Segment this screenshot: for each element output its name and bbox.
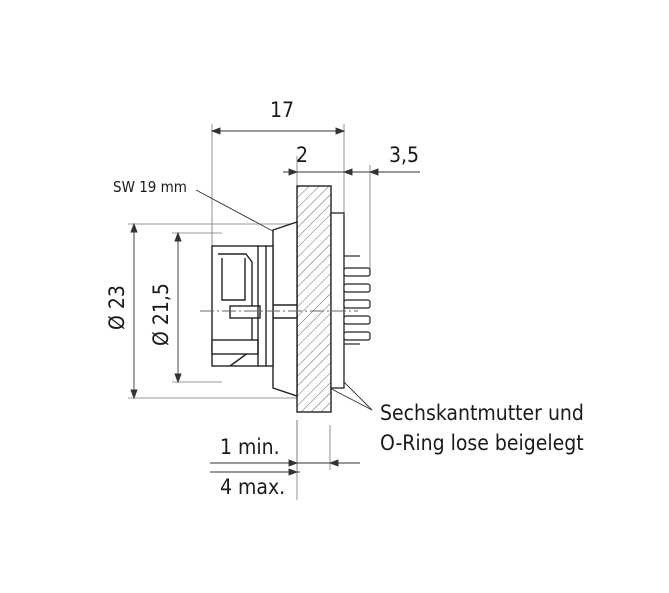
dim-thread-diameter: Ø 21,5: [149, 283, 173, 346]
dim-panel-min: 1 min.: [220, 435, 280, 459]
hex-nut: [272, 221, 298, 397]
connector-housing: [211, 245, 274, 367]
dim-wrench-size: SW 19 mm: [113, 178, 187, 196]
note-line-2: O-Ring lose beigelegt: [380, 431, 584, 455]
rear-pins: [343, 255, 371, 345]
note-line-1: Sechskantmutter und: [380, 401, 584, 425]
dim-flange-diameter: Ø 23: [105, 285, 129, 330]
rear-flange: [330, 212, 345, 389]
dim-panel-max: 4 max.: [220, 475, 285, 499]
panel-section: [296, 185, 332, 413]
dim-overall-length: 17: [270, 98, 294, 122]
extension-lines: [128, 124, 371, 500]
dim-rear-length: 3,5: [389, 143, 419, 167]
dim-panel-thickness: 2: [296, 143, 308, 167]
